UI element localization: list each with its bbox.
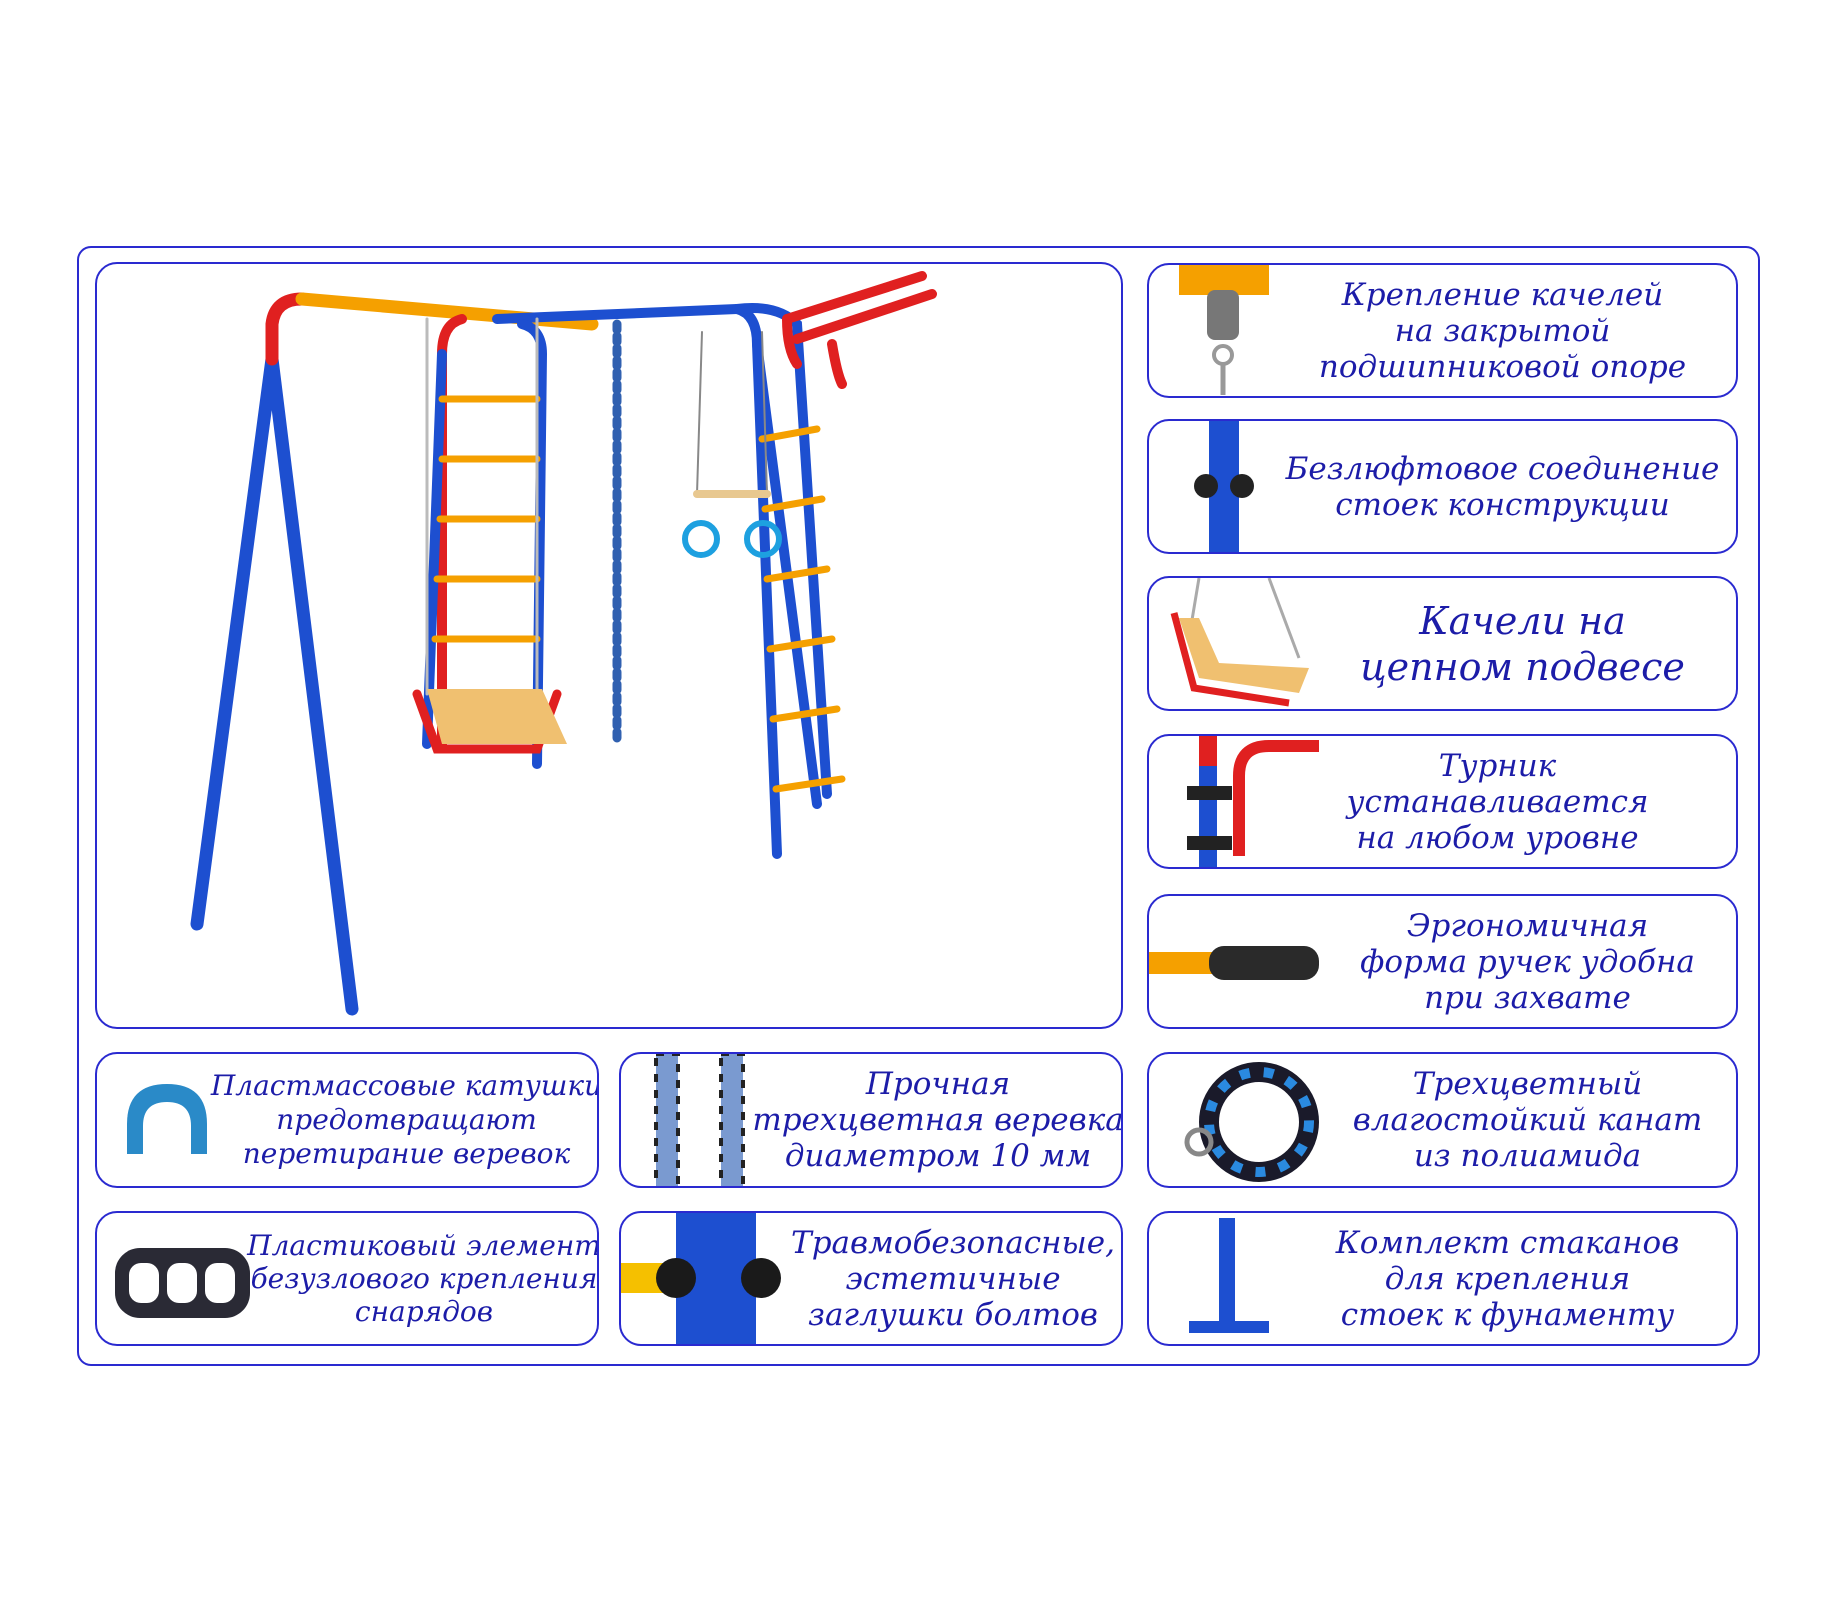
label: при захвате	[1424, 979, 1631, 1016]
label: снарядов	[354, 1295, 494, 1328]
coiled-rope-icon	[1184, 1062, 1319, 1182]
label: предотвращают	[276, 1103, 537, 1136]
label: Крепление качелей	[1341, 276, 1664, 313]
label: форма ручек удобна	[1360, 943, 1695, 980]
label: Травмобезопасные,	[791, 1224, 1115, 1261]
bolt-cap-icon	[621, 1213, 781, 1344]
product-photo-panel	[95, 262, 1123, 1029]
label: подшипниковой опоре	[1318, 348, 1687, 385]
label: из полиамида	[1413, 1138, 1642, 1174]
label: Турник	[1438, 747, 1557, 784]
label: Пластиковый элемент	[247, 1229, 599, 1262]
bearing-mount-icon	[1179, 265, 1269, 395]
infographic-frame	[77, 246, 1760, 1366]
label: стоек к фунаменту	[1340, 1296, 1675, 1333]
label: стоек конструкции	[1335, 486, 1670, 523]
grip-handle-icon	[1149, 946, 1319, 980]
label: перетирание веревок	[242, 1137, 571, 1170]
label: Трехцветный	[1412, 1066, 1643, 1102]
foundation-cup-icon	[1189, 1218, 1269, 1333]
pullup-bar-icon	[1187, 736, 1319, 867]
post-joint-icon	[1194, 421, 1254, 552]
label: диаметром 10 мм	[784, 1138, 1092, 1174]
swing-seat-icon	[1170, 578, 1309, 707]
playground-set-illustration	[190, 271, 937, 1016]
label: цепном подвесе	[1360, 644, 1685, 689]
label: Эргономичная	[1406, 907, 1649, 944]
label: Комплект стаканов	[1335, 1224, 1680, 1261]
label: на закрытой	[1394, 312, 1611, 349]
label: эстетичные	[845, 1260, 1061, 1297]
label: на любом уровне	[1356, 819, 1639, 856]
label: Пластмассовые катушки	[210, 1069, 599, 1102]
label: Безлюфтовое соединение	[1285, 450, 1720, 487]
three-hole-connector-icon	[115, 1248, 250, 1318]
label: устанавливается	[1346, 783, 1649, 820]
label: для крепления	[1384, 1260, 1631, 1297]
braided-cord-icon	[654, 1054, 745, 1186]
label: безузлового крепления	[250, 1262, 598, 1295]
label: заглушки болтов	[808, 1296, 1098, 1333]
plastic-spool-icon	[127, 1084, 207, 1154]
label: влагостойкий канат	[1352, 1102, 1703, 1138]
label: трехцветная веревка	[752, 1102, 1123, 1138]
label: Качели на	[1419, 598, 1626, 643]
label: Прочная	[865, 1066, 1011, 1102]
